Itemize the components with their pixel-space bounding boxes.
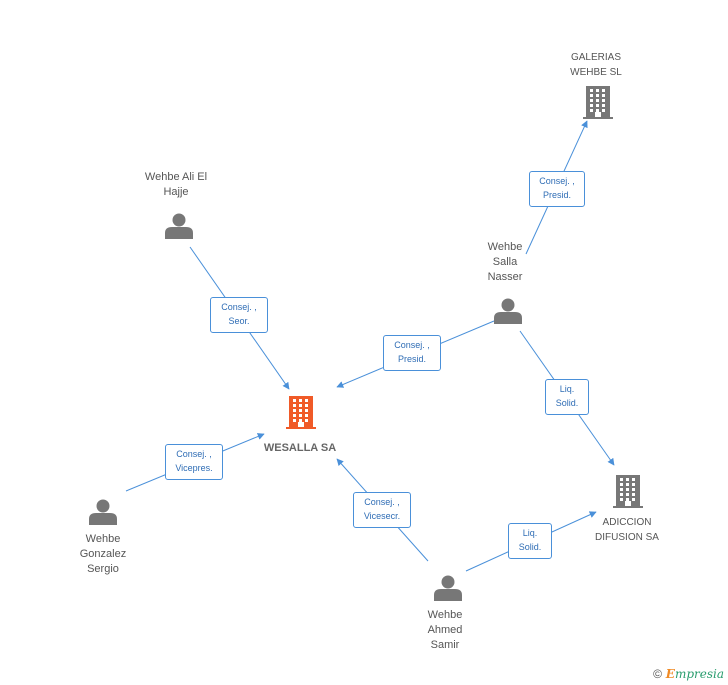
edge-label-salla-to-wesalla[interactable]: Consej. , Presid. — [383, 335, 441, 371]
brand-initial: E — [665, 667, 675, 681]
copyright-notice: © Empresia — [653, 667, 724, 681]
edge-label-ahmed-to-adiccion[interactable]: Liq. Solid. — [508, 523, 552, 559]
ali-node-label[interactable]: Wehbe Ali El Hajje — [144, 171, 208, 198]
edge-label-salla-to-galerias[interactable]: Consej. , Presid. — [529, 171, 585, 207]
edge-label-ahmed-to-wesalla[interactable]: Consej. , Vicesecr. — [353, 492, 411, 528]
ahmed-node-label[interactable]: Wehbe Ahmed Samir — [427, 609, 463, 651]
gonzalez-node-label[interactable]: Wehbe Gonzalez Sergio — [79, 533, 127, 575]
salla-person-icon[interactable] — [494, 298, 522, 325]
edge-label-salla-to-adiccion[interactable]: Liq. Solid. — [545, 379, 589, 415]
gonzalez-person-icon[interactable] — [89, 499, 117, 526]
ali-person-icon[interactable] — [165, 213, 193, 240]
icons-layer — [89, 86, 643, 601]
copyright-symbol: © — [653, 667, 662, 681]
edge-label-gonzalez-to-wesalla[interactable]: Consej. , Vicepres. — [165, 444, 223, 480]
edge-label-ali-to-wesalla[interactable]: Consej. , Seor. — [210, 297, 268, 333]
galerias-node-label[interactable]: GALERIAS WEHBE SL — [570, 52, 622, 78]
wesalla-building-icon[interactable] — [286, 396, 316, 429]
adiccion-node-label[interactable]: ADICCION DIFUSION SA — [595, 517, 659, 543]
salla-node-label[interactable]: Wehbe Salla Nasser — [487, 241, 523, 283]
galerias-building-icon[interactable] — [583, 86, 613, 119]
wesalla-node-label[interactable]: WESALLA SA — [263, 442, 337, 454]
brand-name: mpresia — [674, 667, 724, 681]
adiccion-building-icon[interactable] — [613, 475, 643, 508]
ahmed-person-icon[interactable] — [434, 575, 462, 602]
